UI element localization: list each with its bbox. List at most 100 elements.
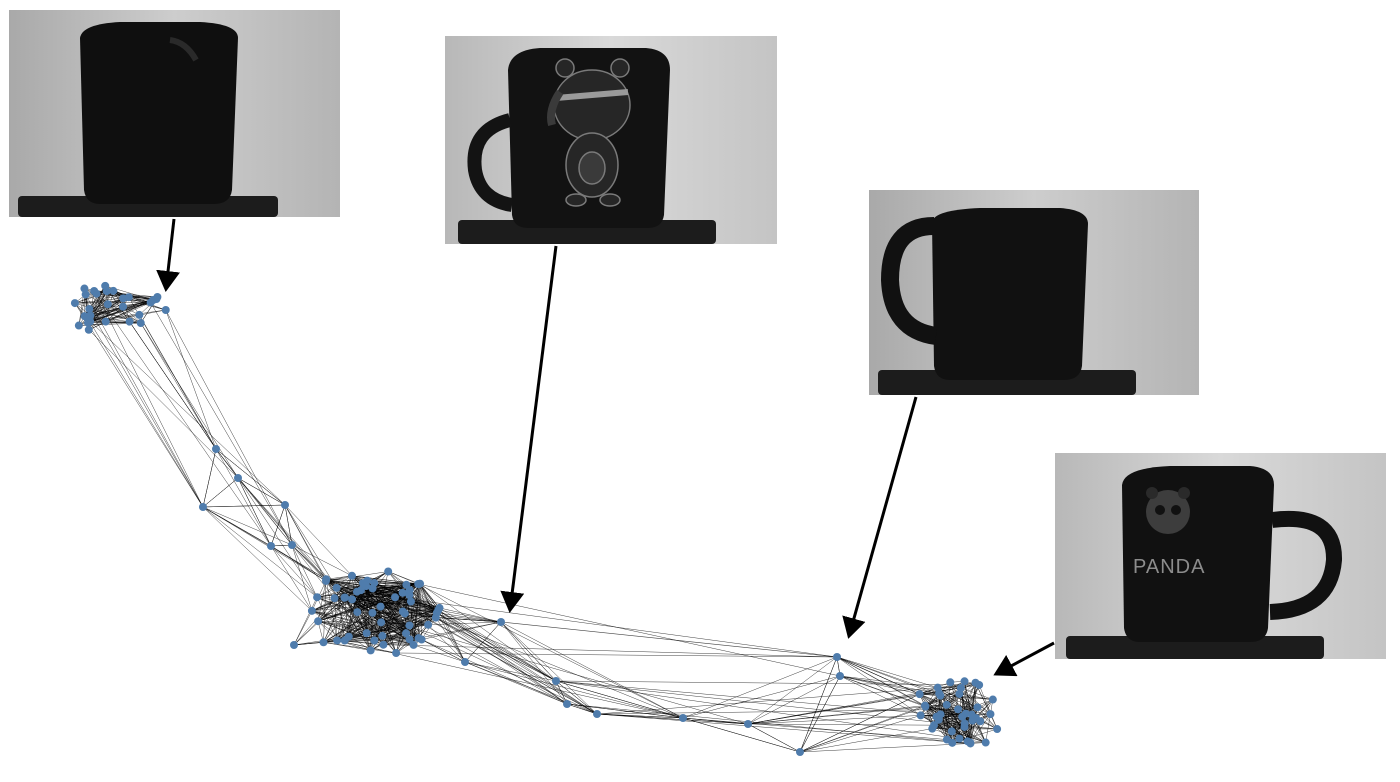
graph-node — [391, 593, 400, 602]
graph-edge — [555, 680, 998, 730]
graph-edge — [421, 639, 568, 705]
graph-edge — [596, 713, 749, 725]
graph-edge — [402, 611, 502, 623]
graph-node — [833, 653, 841, 661]
graph-edge — [202, 477, 239, 508]
graph-node — [358, 579, 367, 588]
graph-node — [366, 646, 375, 655]
graph-edge — [383, 644, 838, 658]
graph-edge — [419, 583, 439, 611]
graph-edge — [799, 693, 920, 753]
graph-edge — [596, 713, 684, 719]
graph-node — [497, 618, 505, 626]
graph-node — [405, 621, 414, 630]
graph-edge — [291, 544, 313, 611]
graph-node — [915, 690, 924, 699]
graph-node — [353, 608, 362, 617]
graph-node — [70, 299, 79, 308]
graph-edge — [839, 675, 920, 695]
graph-edge — [291, 544, 318, 598]
graph-node — [405, 635, 414, 644]
graph-edge — [316, 596, 383, 637]
graph-node — [414, 580, 423, 589]
graph-edge — [464, 661, 557, 682]
graph-edge — [317, 620, 375, 641]
graph-edge — [357, 611, 749, 725]
graph-edge — [237, 477, 286, 506]
graph-node — [552, 677, 560, 685]
graph-node — [362, 629, 371, 638]
graph-node — [344, 632, 353, 641]
graph-edge — [293, 597, 318, 646]
graph-edge — [237, 477, 293, 546]
graph-edge — [566, 703, 684, 719]
graph-node — [136, 318, 145, 327]
graph-edge — [140, 322, 217, 450]
graph-edge — [326, 579, 439, 611]
graph-edge — [438, 609, 502, 623]
graph-node — [101, 317, 110, 326]
graph-edge — [682, 656, 838, 719]
graph-edge — [436, 612, 598, 715]
graph-edge — [919, 693, 965, 728]
graph-edge — [394, 597, 407, 634]
graph-edge — [270, 545, 313, 611]
graph-node — [960, 677, 969, 686]
graph-edge — [932, 723, 965, 729]
graph-edge — [933, 724, 960, 739]
graph-node — [955, 734, 964, 743]
graph-edge — [383, 639, 410, 645]
graph-edge — [839, 675, 940, 694]
graph-edge — [362, 582, 598, 715]
graph-edge — [747, 723, 801, 753]
graph-edge — [839, 675, 921, 716]
graph-edge — [936, 716, 986, 743]
graph-node — [80, 284, 89, 293]
graph-edge — [435, 617, 598, 715]
mug-body — [80, 22, 238, 204]
graph-edge — [365, 586, 371, 651]
graph-edge — [215, 448, 239, 479]
mug-printed-text: PANDA — [1133, 556, 1205, 578]
graph-node — [333, 636, 342, 645]
graph-node — [347, 571, 356, 580]
graph-node — [153, 292, 162, 301]
graph-edge — [357, 611, 384, 645]
graph-edge — [937, 687, 991, 715]
graph-node — [135, 310, 144, 319]
graph-edge — [215, 448, 286, 506]
graph-edge — [373, 582, 397, 654]
graph-edge — [500, 621, 684, 719]
graph-node — [942, 700, 951, 709]
graph-edge — [165, 309, 293, 546]
graph-node — [307, 606, 316, 615]
graph-edge — [464, 661, 684, 719]
graph-edge — [839, 675, 938, 688]
graph-edge — [435, 617, 684, 719]
graph-node — [377, 618, 386, 627]
graph-node — [267, 542, 275, 550]
graph-edge — [202, 506, 327, 582]
graph-node — [85, 305, 94, 314]
graph-edge — [202, 448, 217, 508]
graph-node — [348, 595, 357, 604]
graph-edge — [960, 687, 993, 700]
graph-edge — [93, 290, 272, 547]
graph-edge — [356, 591, 367, 634]
graph-edge — [682, 675, 841, 719]
graph-edge — [351, 599, 598, 715]
graph-node — [963, 737, 972, 746]
graph-edge — [418, 637, 466, 663]
graph-edge — [291, 544, 327, 582]
graph-node — [976, 717, 985, 726]
graph-node — [109, 286, 118, 295]
graph-edge — [596, 687, 938, 715]
graph-edge — [87, 302, 151, 323]
graph-edge — [836, 656, 941, 696]
graph-node — [125, 317, 134, 326]
graph-node — [199, 503, 207, 511]
graph-edge — [959, 693, 998, 730]
graph-node — [290, 641, 298, 649]
graph-edge — [87, 302, 151, 318]
graph-edge — [747, 723, 935, 726]
